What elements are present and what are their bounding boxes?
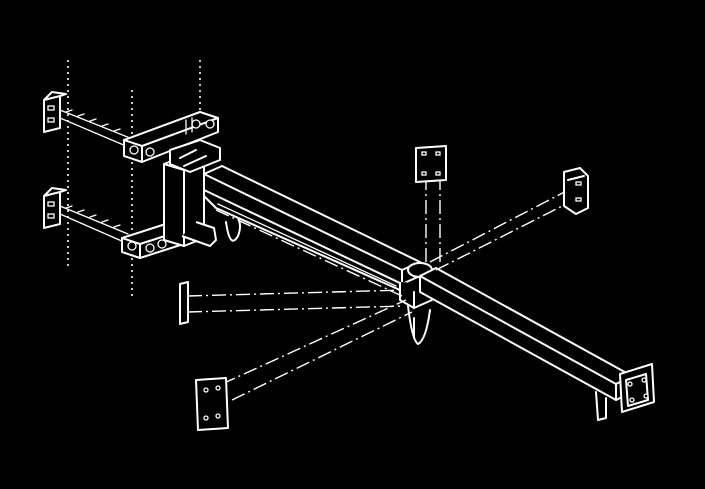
clamp-bracket-upper [43,91,219,163]
ghost-arm-positions [179,145,589,431]
swing-arm [203,165,421,291]
mast [163,139,241,247]
crossbar [419,267,633,421]
end-plate [619,363,655,413]
wall-post [67,60,201,300]
